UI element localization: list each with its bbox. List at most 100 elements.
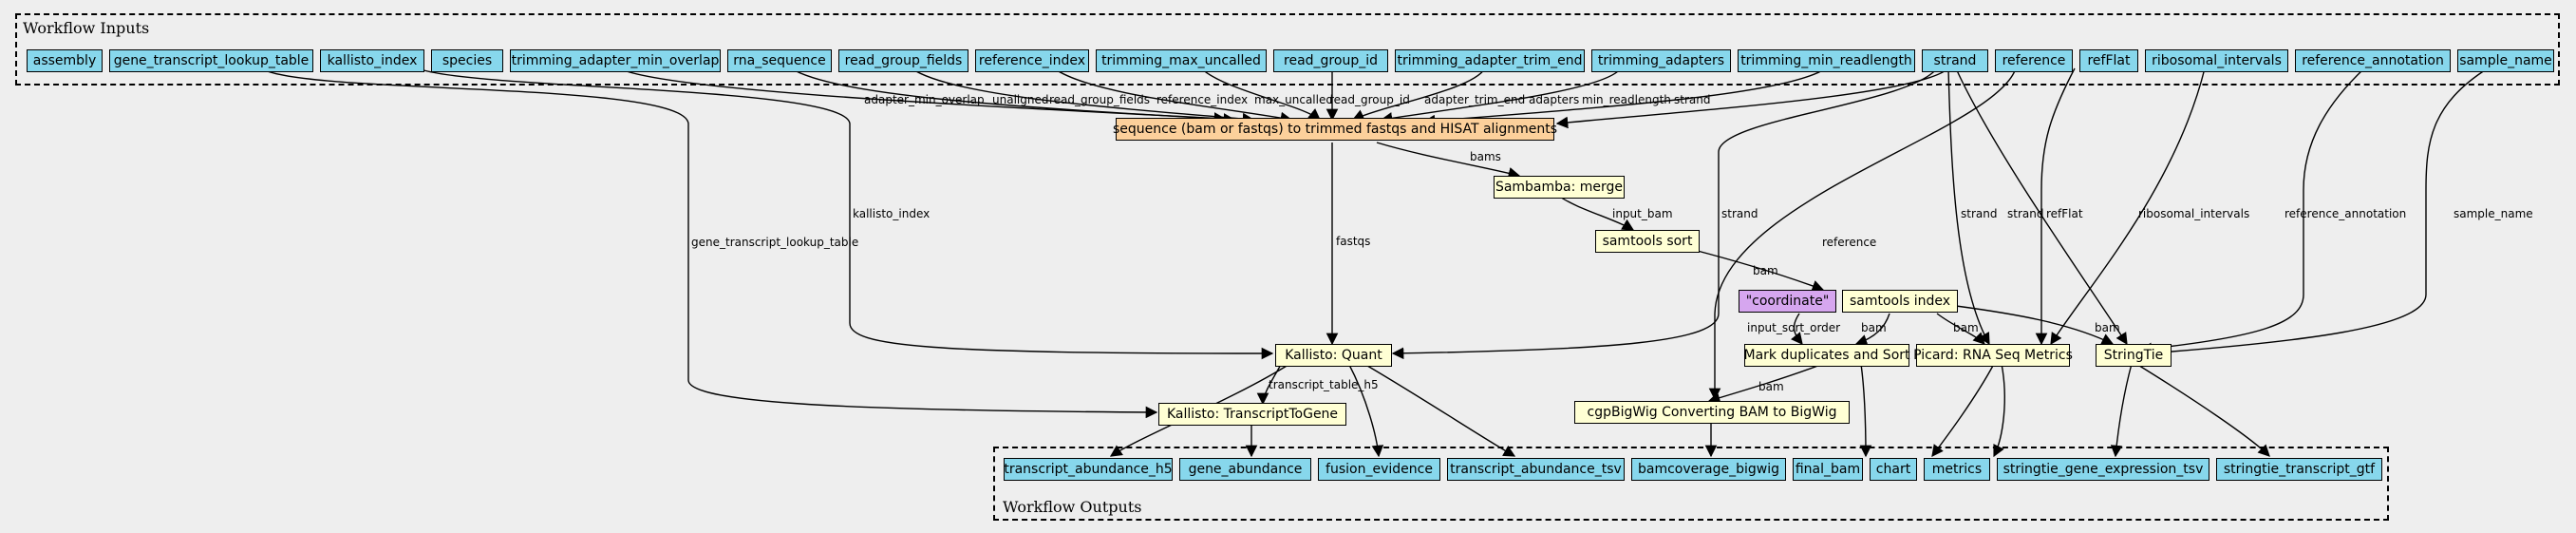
edge-label-adapter-trim-end: adapter_trim_end — [1424, 93, 1526, 106]
edge-out-chart — [1931, 363, 1995, 458]
input-read-group-fields[interactable]: read_group_fields — [838, 49, 968, 72]
edge-label-reference-annotation: reference_annotation — [2285, 207, 2407, 220]
input-reference-annotation[interactable]: reference_annotation — [2295, 49, 2451, 72]
task-mark-duplicates-sort[interactable]: Mark duplicates and Sort — [1744, 344, 1910, 367]
edge-reference-annotation — [2139, 67, 2365, 355]
output-bamcoverage-bigwig[interactable]: bamcoverage_bigwig — [1631, 458, 1786, 481]
input-refFlat[interactable]: refFlat — [2079, 49, 2138, 72]
edge-label-input-bam: input_bam — [1612, 207, 1673, 220]
input-reference[interactable]: reference — [1995, 49, 2073, 72]
workflow-inputs-label: Workflow Inputs — [23, 19, 150, 37]
output-transcript-abundance-tsv[interactable]: transcript_abundance_tsv — [1447, 458, 1625, 481]
input-rna-sequence[interactable]: rna_sequence — [727, 49, 832, 72]
edge-label-gene-transcript-lookup: gene_transcript_lookup_table — [691, 236, 859, 249]
output-stringtie-gene-expression-tsv[interactable]: stringtie_gene_expression_tsv — [1997, 458, 2209, 481]
edge-label-adapters: adapters — [1529, 93, 1580, 106]
edge-label-adapter-min-overlap: adapter_min_overlap — [864, 93, 985, 106]
edge-label-unaligned: unaligned — [992, 93, 1049, 106]
edge-out-final-bam — [1859, 363, 1872, 458]
edge-strand-main — [1555, 67, 1949, 129]
task-cgpbigwig[interactable]: cgpBigWig Converting BAM to BigWig — [1574, 401, 1850, 424]
input-kallisto-index[interactable]: kallisto_index — [320, 49, 424, 72]
edge-sample-name — [2146, 67, 2489, 359]
edge-bam-stringtie — [1955, 305, 2115, 345]
edge-label-bams: bams — [1470, 150, 1501, 163]
output-gene-abundance[interactable]: gene_abundance — [1179, 458, 1311, 481]
task-coordinate-constant[interactable]: "coordinate" — [1739, 290, 1836, 313]
output-chart[interactable]: chart — [1870, 458, 1917, 481]
workflow-outputs-cluster — [993, 447, 2389, 521]
edge-label-strand-main: strand — [1674, 93, 1711, 106]
task-kallisto-quant[interactable]: Kallisto: Quant — [1275, 344, 1392, 367]
edge-out-stringtie-gtf — [2135, 363, 2270, 457]
edge-bam-sort — [1689, 248, 1825, 292]
edge-label-reference-index: reference_index — [1156, 93, 1249, 106]
edge-kallisto-index — [417, 67, 1274, 360]
output-metrics[interactable]: metrics — [1924, 458, 1990, 481]
edge-strand-rnaseq — [1947, 67, 1990, 346]
task-kallisto-transcript-to-gene[interactable]: Kallisto: TranscriptToGene — [1158, 403, 1346, 426]
task-sequence-to-hisat[interactable]: sequence (bam or fastqs) to trimmed fast… — [1113, 118, 1557, 141]
edge-reference-index — [1053, 67, 1293, 124]
input-trimming-min-readlength[interactable]: trimming_min_readlength — [1738, 49, 1915, 72]
edge-strand-kallisto — [1391, 67, 1938, 360]
edge-out-stringtie-gene — [2110, 363, 2133, 458]
input-sample-name[interactable]: sample_name — [2457, 49, 2554, 72]
task-stringtie[interactable]: StringTie — [2096, 344, 2172, 367]
input-trimming-max-uncalled[interactable]: trimming_max_uncalled — [1096, 49, 1267, 72]
output-transcript-abundance-h5[interactable]: transcript_abundance_h5 — [1004, 458, 1173, 481]
edge-trimming-max-uncalled — [1200, 67, 1321, 121]
edge-bams — [1376, 142, 1521, 180]
edge-rna-sequence — [790, 67, 1236, 125]
edge-trimming-adapter-trim-end — [1351, 67, 1486, 122]
edge-label-bam-bigwig: bam — [1758, 380, 1784, 393]
edge-bam-markdup — [1854, 313, 1890, 347]
edge-refFlat — [2035, 67, 2076, 346]
edge-label-bam-sort: bam — [1753, 264, 1778, 277]
input-assembly[interactable]: assembly — [27, 49, 103, 72]
output-stringtie-transcript-gtf[interactable]: stringtie_transcript_gtf — [2216, 458, 2382, 481]
edge-label-strand-rnaseq: strand — [1961, 207, 1998, 220]
edge-input-bam — [1556, 194, 1635, 231]
input-ribosomal-intervals[interactable]: ribosomal_intervals — [2145, 49, 2288, 72]
edge-label-transcript-table-h5: transcript_table_h5 — [1269, 378, 1379, 391]
task-samtools-index[interactable]: samtools index — [1842, 290, 1958, 313]
input-trimming-adapters[interactable]: trimming_adapters — [1591, 49, 1731, 72]
input-species[interactable]: species — [431, 49, 503, 72]
edge-trimming-min-readlength — [1422, 67, 1827, 127]
task-picard-rnaseq-metrics[interactable]: Picard: RNA Seq Metrics — [1913, 344, 2073, 367]
edge-bam-rnaseq — [1936, 313, 1985, 345]
edge-label-max-uncalled: max_uncalled — [1254, 93, 1333, 106]
edge-out-metrics — [1993, 363, 2005, 458]
edge-transcript-table-h5 — [1256, 362, 1283, 406]
edge-input-sort-order — [1790, 313, 1803, 345]
task-samtools-sort[interactable]: samtools sort — [1595, 230, 1700, 253]
input-read-group-id[interactable]: read_group_id — [1273, 49, 1388, 72]
edge-bam-bigwig — [1707, 363, 1824, 404]
edge-ribosomal-intervals — [2050, 67, 2206, 346]
edge-label-fastqs: fastqs — [1336, 235, 1371, 248]
input-strand[interactable]: strand — [1922, 49, 1988, 72]
edge-trimming-adapters — [1380, 67, 1622, 124]
edge-label-bam-markdup: bam — [1861, 321, 1887, 334]
edge-label-ribosomal-intervals: ribosomal_intervals — [2138, 207, 2250, 220]
edge-label-strand-stringtie: strand — [2007, 207, 2044, 220]
edge-label-sample-name: sample_name — [2454, 207, 2533, 220]
edge-label-bam-rnaseq: bam — [1953, 321, 1979, 334]
input-trimming-adapter-trim-end[interactable]: trimming_adapter_trim_end — [1395, 49, 1585, 72]
workflow-inputs-cluster — [15, 13, 2560, 86]
edge-label-input-sort-order: input_sort_order — [1747, 321, 1841, 334]
edge-label-read-group-fields: read_group_fields — [1049, 93, 1151, 106]
input-trimming-adapter-min-overlap[interactable]: trimming_adapter_min_overlap — [510, 49, 721, 72]
edge-label-refFlat: refFlat — [2046, 207, 2083, 220]
input-reference-index[interactable]: reference_index — [975, 49, 1089, 72]
input-gene-transcript-lookup-table[interactable]: gene_transcript_lookup_table — [109, 49, 313, 72]
edge-reference — [1708, 67, 2017, 401]
edge-label-min-readlength: min_readlength — [1582, 93, 1671, 106]
output-final-bam[interactable]: final_bam — [1793, 458, 1863, 481]
task-sambamba-merge[interactable]: Sambamba: merge — [1494, 176, 1625, 199]
output-fusion-evidence[interactable]: fusion_evidence — [1318, 458, 1440, 481]
edge-out-fusion-evidence — [1347, 362, 1384, 458]
edge-label-kallisto-index: kallisto_index — [853, 207, 931, 220]
